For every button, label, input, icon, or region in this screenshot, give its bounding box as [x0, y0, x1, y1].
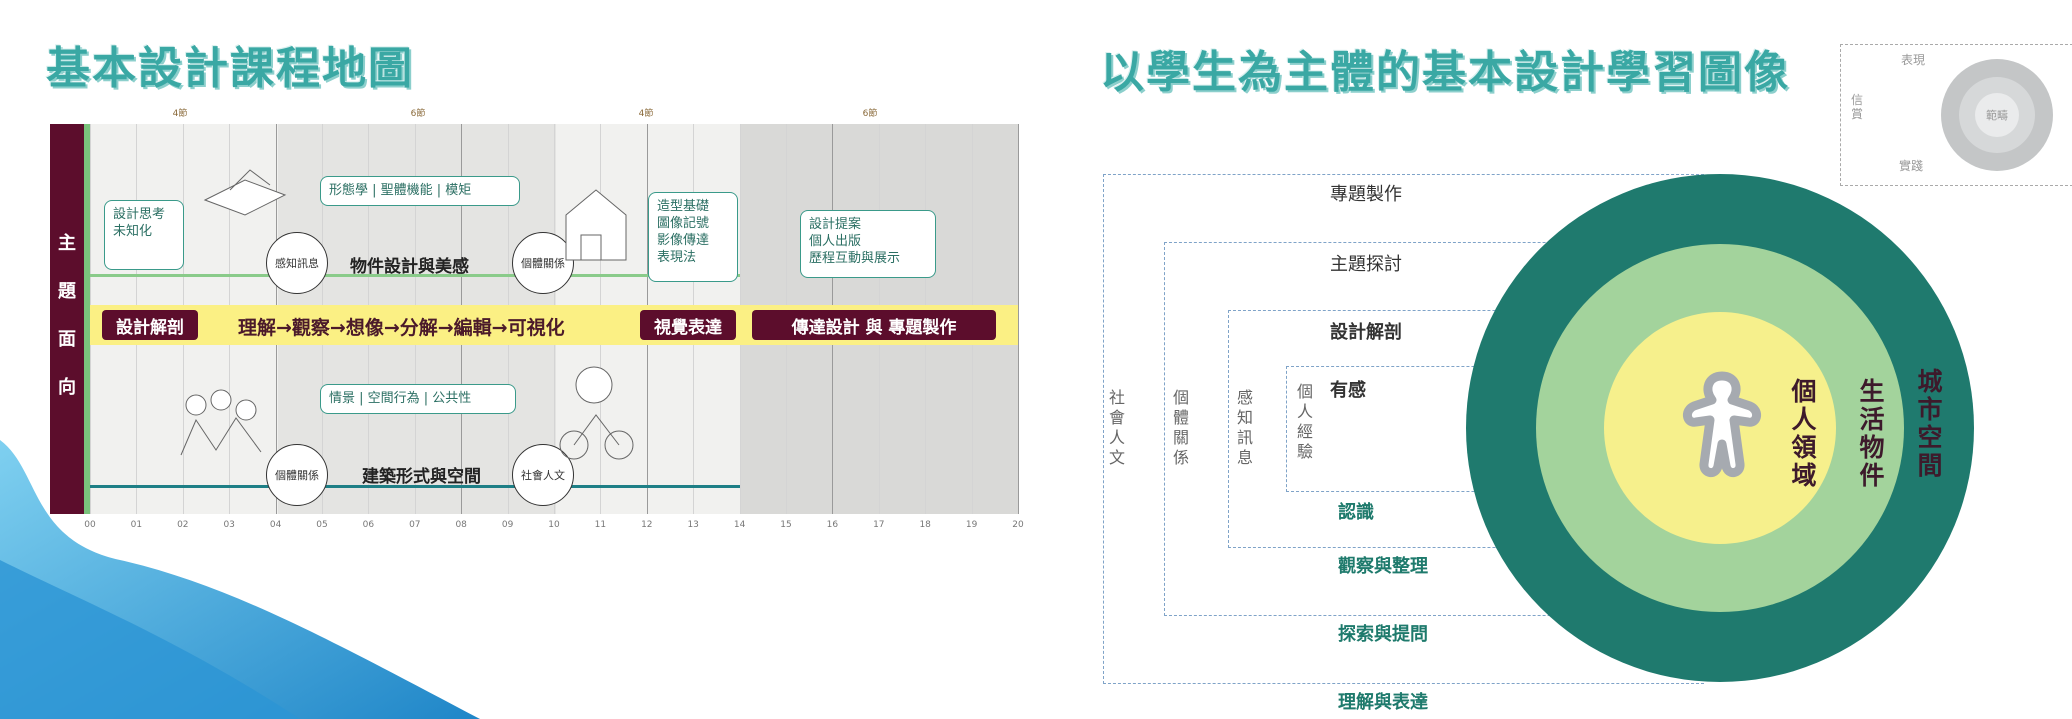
- process-flow: 理解→觀察→想像→分解→編輯→可視化: [238, 317, 565, 339]
- lower-topic: 建築形式與空間: [362, 467, 481, 487]
- ring-label-personal: 個人領域: [1791, 377, 1817, 490]
- axis-tick-label: 00: [84, 520, 96, 530]
- axis-tick-label: 13: [687, 520, 699, 530]
- vertical-label-individual: 個體關係: [1172, 388, 1189, 467]
- level-label: 專題製作: [1330, 184, 1402, 205]
- legend-center: 範疇: [1975, 93, 2019, 137]
- tag-communication-design: 傳達設計 與 專題製作: [752, 310, 996, 340]
- callout-proposal: 設計提案 個人出版 歷程互動與展示: [800, 210, 936, 278]
- lower-timeline: [90, 485, 740, 488]
- axis-tick-label: 11: [594, 520, 607, 530]
- legend-bottom-label: 實踐: [1899, 159, 1924, 173]
- axis-tick-label: 19: [965, 520, 978, 530]
- sketch-building-illustration: [565, 189, 627, 261]
- week-label: 4節: [172, 109, 188, 119]
- axis-tick-label: 05: [316, 520, 328, 530]
- axis-tick-label: 10: [548, 520, 560, 530]
- axis-tick-label: 17: [873, 520, 885, 530]
- box-sense: [1228, 310, 1705, 548]
- axis-tick-label: 03: [223, 520, 235, 530]
- axis-tick-label: 20: [1012, 520, 1024, 530]
- grid-column-line: [1018, 124, 1019, 514]
- left-section-title: 基本設計課程地圖: [46, 43, 414, 94]
- vertical-label-personal: 個人經驗: [1296, 382, 1313, 461]
- ring-label-city: 城市空間: [1917, 367, 1943, 480]
- vertical-label-sense: 感知訊息: [1236, 388, 1253, 467]
- axis-tick-label: 06: [362, 520, 375, 530]
- tag-visual-expression: 視覺表達: [640, 310, 736, 340]
- callout-form-study: 形態學 | 聖體機能 | 模矩: [320, 176, 520, 206]
- sidebar-char: 向: [58, 377, 76, 398]
- upper-timeline: [90, 274, 740, 277]
- student-figure-icon: [1683, 371, 1761, 477]
- tag-design-analysis: 設計解剖: [102, 310, 198, 340]
- axis-tick-label: 15: [780, 520, 792, 530]
- level-label: 有感: [1330, 380, 1366, 401]
- legend-top-label: 表現: [1901, 53, 1926, 67]
- outcome-label: 觀察與整理: [1338, 556, 1428, 577]
- node-community: 個體關係: [266, 444, 328, 506]
- axis-tick-label: 01: [130, 520, 143, 530]
- axis-tick-label: 14: [733, 520, 746, 530]
- level-label: 設計解剖: [1330, 322, 1402, 343]
- callout-context: 情景 | 空間行為 | 公共性: [320, 384, 516, 414]
- axis-tick-label: 18: [919, 520, 931, 530]
- sketch-cyclist-illustration: [559, 366, 634, 460]
- box-social: [1103, 174, 1704, 684]
- legend-left-label: 信賞: [1851, 93, 1864, 121]
- sidebar-char: 面: [58, 329, 76, 350]
- legend-box: 表現 信賞 實踐 範疇: [1840, 44, 2072, 186]
- axis-tick-label: 02: [177, 520, 189, 530]
- sketch-people-illustration: [180, 389, 262, 456]
- week-label: 6節: [410, 109, 426, 119]
- axis-tick-label: 07: [409, 520, 421, 530]
- axis-tick-label: 04: [269, 520, 282, 530]
- axis-tick-label: 09: [501, 520, 514, 530]
- callout-design-thinking: 設計思考 未知化: [104, 200, 184, 270]
- vertical-label-social: 社會人文: [1108, 388, 1125, 467]
- node-individual: 個體關係: [512, 232, 574, 294]
- sidebar-char: 主: [58, 233, 76, 254]
- sidebar-char: 題: [58, 281, 76, 302]
- sketch-objects-illustration: [203, 169, 287, 216]
- axis-tick-label: 16: [826, 520, 839, 530]
- right-section-title: 以學生為主體的基本設計學習圖像: [1100, 47, 1790, 98]
- outcome-label: 理解與表達: [1338, 692, 1428, 713]
- node-sense: 感知訊息: [266, 232, 328, 294]
- outcome-label: 探索與提問: [1338, 624, 1428, 645]
- ring-label-objects: 生活物件: [1859, 377, 1885, 490]
- box-individual: [1164, 242, 1705, 616]
- upper-topic: 物件設計與美感: [350, 257, 469, 277]
- week-label: 6節: [862, 109, 878, 119]
- outcome-label: 認識: [1338, 502, 1374, 523]
- sidebar-stripe: [84, 124, 90, 514]
- axis-tick-label: 12: [641, 520, 653, 530]
- level-label: 主題探討: [1330, 254, 1402, 275]
- callout-visual-basis: 造型基礎 圖像記號 影像傳達 表現法: [648, 192, 738, 282]
- topic-sidebar: 主 題 面 向: [50, 124, 84, 514]
- week-label: 4節: [638, 109, 654, 119]
- axis-tick-label: 08: [455, 520, 467, 530]
